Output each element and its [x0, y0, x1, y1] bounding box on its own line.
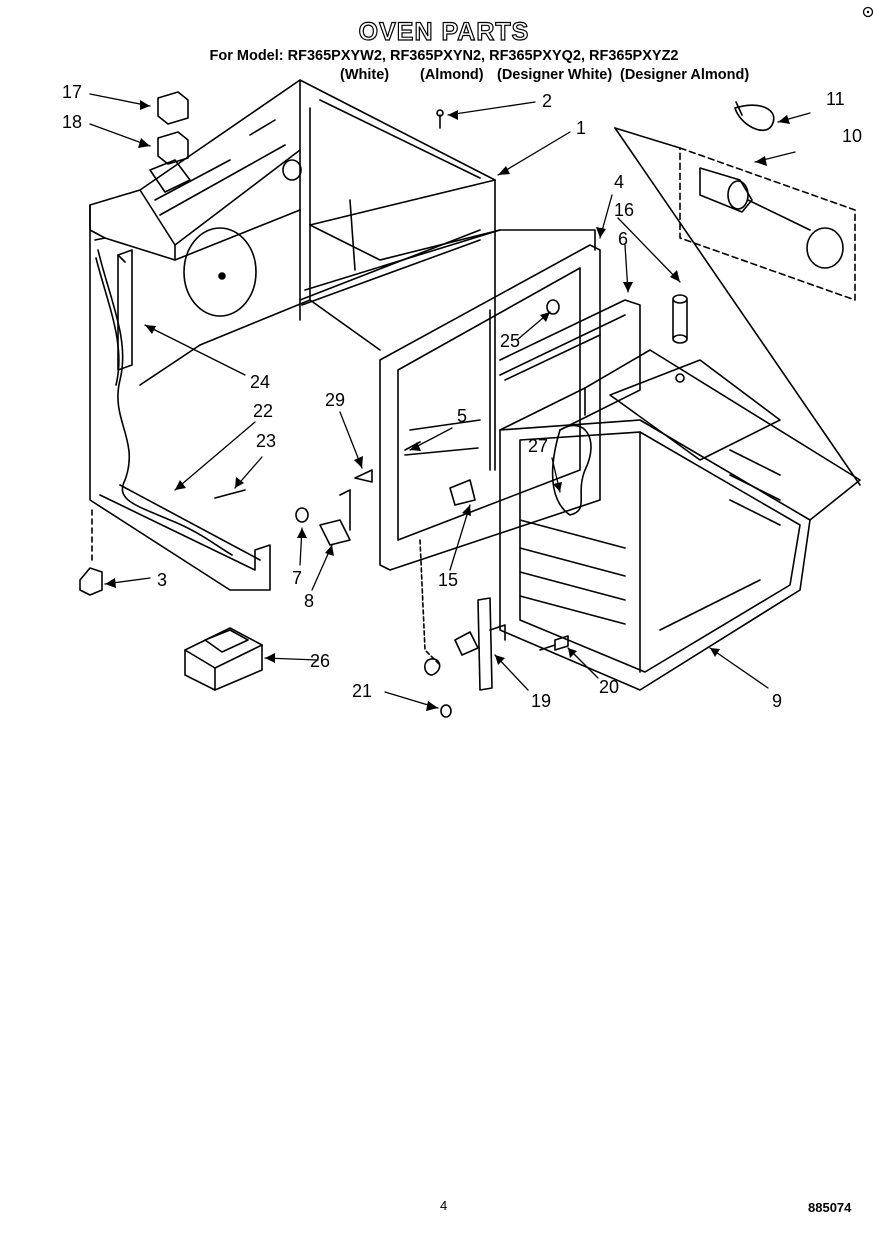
diagram-title: OVEN PARTS — [358, 17, 530, 46]
callout-29: 29 — [325, 390, 345, 410]
callout-9: 9 — [772, 691, 782, 711]
callout-4: 4 — [614, 172, 624, 192]
callout-labels: 1 2 3 4 5 6 7 8 9 10 11 15 16 17 18 19 2… — [62, 82, 862, 711]
variant-designer-white: (Designer White) — [497, 67, 613, 83]
variant-designer-almond: (Designer Almond) — [620, 67, 750, 83]
callout-23: 23 — [256, 431, 276, 451]
callout-6: 6 — [618, 229, 628, 249]
callout-2: 2 — [542, 91, 552, 111]
callout-8: 8 — [304, 591, 314, 611]
callout-25: 25 — [500, 331, 520, 351]
oven-cavity — [499, 349, 861, 691]
variant-white: (White) — [340, 67, 390, 83]
corner-registration-mark — [862, 6, 874, 18]
front-frame — [379, 244, 601, 571]
callout-leaders — [89, 93, 811, 709]
callout-26: 26 — [310, 651, 330, 671]
callout-21: 21 — [352, 681, 372, 701]
callout-16: 16 — [614, 200, 634, 220]
variant-almond: (Almond) — [420, 67, 484, 83]
small-parts — [79, 91, 688, 718]
callout-7: 7 — [292, 568, 302, 588]
page-number: 4 — [440, 1198, 448, 1213]
callout-3: 3 — [157, 570, 167, 590]
callout-22: 22 — [253, 401, 273, 421]
callout-5: 5 — [457, 406, 467, 426]
oven-chassis — [89, 79, 596, 591]
callout-20: 20 — [599, 677, 619, 697]
callout-17: 17 — [62, 82, 82, 102]
callout-18: 18 — [62, 112, 82, 132]
model-list: For Model: RF365PXYW2, RF365PXYN2, RF365… — [209, 48, 679, 64]
callout-11: 11 — [826, 89, 845, 109]
document-number: 885074 — [808, 1200, 852, 1215]
color-variants: (White) (Almond) (Designer White) (Desig… — [0, 67, 888, 87]
callout-arrowheads — [105, 100, 790, 711]
callout-15: 15 — [438, 570, 458, 590]
callout-1: 1 — [576, 118, 586, 138]
vent-panel — [499, 299, 641, 431]
light-assembly — [614, 101, 861, 486]
callout-24: 24 — [250, 372, 270, 392]
callout-19: 19 — [531, 691, 551, 711]
callout-10: 10 — [842, 126, 862, 146]
callout-27: 27 — [528, 436, 548, 456]
